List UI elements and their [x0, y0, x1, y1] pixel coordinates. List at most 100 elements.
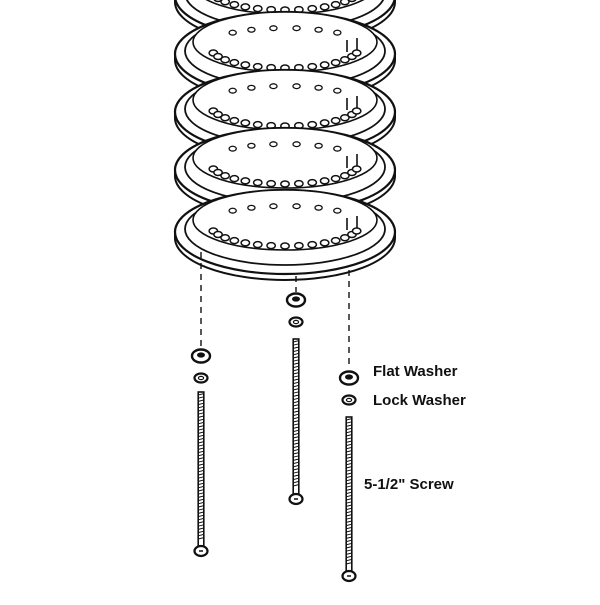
plate-hole — [229, 0, 240, 9]
screw-thread — [198, 428, 204, 431]
plate-hole — [330, 58, 341, 67]
screw-thread — [293, 442, 299, 445]
screw-threads — [346, 418, 352, 565]
plate-hole — [339, 0, 350, 6]
lock-washer-label: Lock Washer — [373, 392, 466, 409]
screw-thread — [346, 555, 352, 559]
alignment-guides — [200, 252, 350, 364]
plate-hole — [292, 25, 301, 32]
lock-washer-hole — [197, 375, 205, 381]
screw-thread — [293, 432, 299, 436]
screw-thread — [293, 484, 299, 487]
screw-thread — [198, 521, 204, 524]
screw-thread — [346, 421, 352, 424]
plate-hole — [351, 107, 362, 115]
screw-thread — [198, 460, 204, 463]
plate-hole — [333, 145, 342, 152]
screw-thread — [198, 405, 204, 409]
screw-thread — [346, 456, 352, 459]
screw-thread — [198, 485, 204, 489]
screw-thread — [346, 530, 352, 533]
screw-thread — [346, 434, 352, 437]
plate-hole — [247, 26, 256, 33]
screw-thread — [293, 346, 299, 349]
screw-thread — [346, 430, 352, 434]
screw-thread — [293, 423, 299, 426]
screw-thread — [293, 445, 299, 449]
plate-hole — [229, 174, 240, 183]
screw-thread — [293, 404, 299, 407]
plate-floor — [192, 127, 378, 189]
plate-boss — [346, 216, 358, 230]
plate-hole — [240, 119, 251, 127]
plate-hole — [220, 114, 231, 122]
screw-assembly — [338, 370, 360, 583]
plate-hole — [252, 240, 263, 249]
screw-thread — [346, 533, 352, 536]
screw-thread — [293, 356, 299, 359]
screw-thread — [198, 434, 204, 438]
screw-thread — [346, 552, 352, 555]
screw-threads — [198, 393, 204, 540]
screw-thread — [293, 375, 299, 378]
screw-thread — [293, 381, 299, 385]
plate-hole — [213, 0, 223, 3]
plate-hole — [330, 174, 341, 183]
screw-thread — [198, 399, 204, 402]
lock-washer-hole — [345, 397, 353, 403]
screw-threads — [293, 340, 299, 487]
plate-hole — [330, 116, 341, 125]
screw-thread — [198, 517, 204, 521]
screw-thread — [293, 397, 299, 401]
screw-thread — [346, 549, 352, 552]
screw-thread — [198, 527, 204, 530]
screw-thread — [198, 457, 204, 460]
screw-thread — [293, 468, 299, 471]
screw-thread — [346, 539, 352, 543]
screw-thread — [346, 443, 352, 447]
screw-thread — [198, 495, 204, 498]
screw-thread — [198, 492, 204, 495]
plate-hole — [220, 234, 231, 242]
screw-thread — [198, 425, 204, 428]
plate-hole — [269, 83, 278, 90]
screw-thread — [198, 537, 204, 540]
screw-thread — [198, 524, 204, 527]
plate-hole — [220, 172, 231, 180]
flat-washer-hole — [292, 296, 300, 302]
screw-thread — [198, 441, 204, 444]
plate-boss — [346, 96, 358, 110]
plate-hole — [228, 145, 237, 152]
plate-hole — [252, 62, 263, 71]
screw-thread — [198, 505, 204, 508]
plate-hole — [228, 29, 237, 36]
screw-thread — [346, 482, 352, 485]
screw-thread — [346, 418, 352, 421]
screw-thread — [293, 365, 299, 369]
plate-hole — [319, 3, 330, 11]
plate-boss — [346, 154, 358, 168]
plate-hole — [314, 142, 323, 149]
plate-floor — [192, 189, 378, 251]
plate-hole — [292, 83, 301, 90]
screw-thread — [293, 359, 299, 362]
plate-hole — [351, 49, 362, 57]
plate-hole — [314, 84, 323, 91]
screw-thread — [293, 394, 299, 397]
screw-thread — [198, 508, 204, 511]
screw-thread — [293, 410, 299, 413]
screw-thread — [198, 473, 204, 476]
screw-thread — [293, 429, 299, 433]
screw-thread — [198, 511, 204, 514]
screw-thread — [198, 402, 204, 406]
screw-thread — [346, 491, 352, 495]
screw-thread — [293, 413, 299, 417]
screw-thread — [293, 439, 299, 442]
screw-thread — [346, 501, 352, 504]
screw-thread — [346, 507, 352, 511]
hardware-set — [190, 292, 360, 583]
screw-thread — [346, 462, 352, 466]
plate-hole — [293, 179, 304, 188]
plate-hole — [213, 230, 223, 239]
